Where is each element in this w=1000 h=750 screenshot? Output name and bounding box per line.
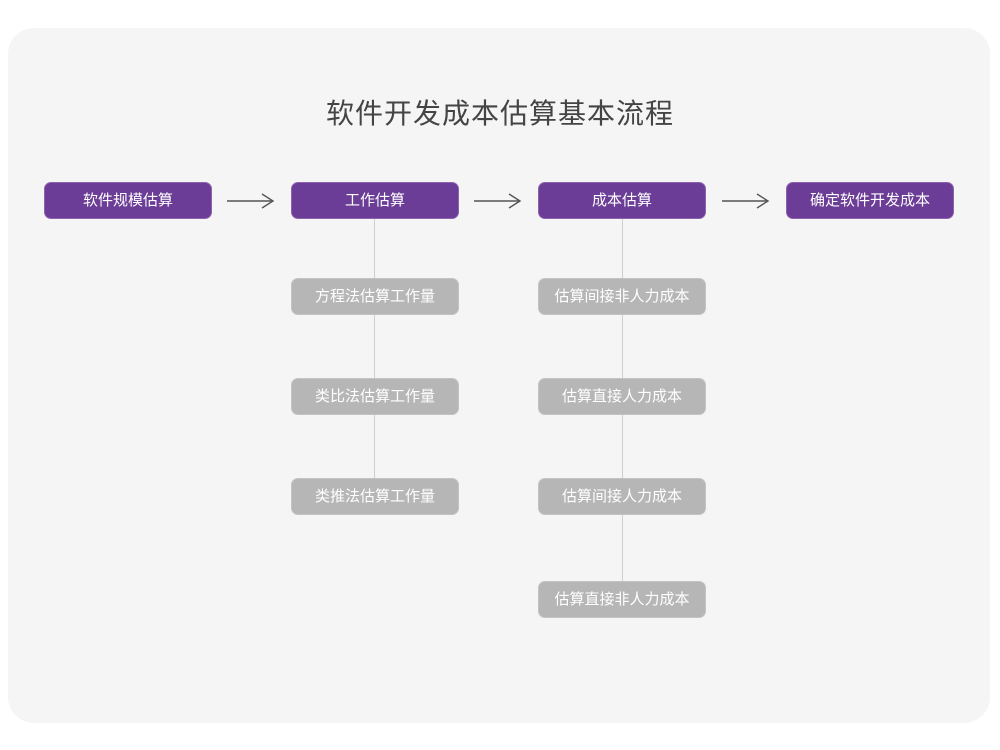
stage-node-work-estimation[interactable]: 工作估算 (291, 182, 459, 219)
substep-node-analogy-method-effort[interactable]: 类比法估算工作量 (291, 378, 459, 415)
arrow-stage1-to-stage2-icon (226, 190, 278, 212)
stage-node-label: 确定软件开发成本 (809, 192, 930, 209)
substep-node-label: 估算直接人力成本 (561, 388, 682, 405)
stage-node-label: 软件规模估算 (82, 192, 173, 209)
substep-node-indirect-labor-cost[interactable]: 估算间接人力成本 (538, 478, 706, 515)
stage-node-cost-estimation[interactable]: 成本估算 (538, 182, 706, 219)
substep-node-direct-nonlabor-cost[interactable]: 估算直接非人力成本 (538, 581, 706, 618)
substep-node-label: 类推法估算工作量 (314, 488, 435, 505)
substep-node-label: 估算直接非人力成本 (554, 591, 690, 608)
substep-node-label: 估算间接人力成本 (561, 488, 682, 505)
substep-node-label: 类比法估算工作量 (314, 388, 435, 405)
substep-node-inference-method-effort[interactable]: 类推法估算工作量 (291, 478, 459, 515)
substep-node-indirect-nonlabor-cost[interactable]: 估算间接非人力成本 (538, 278, 706, 315)
substep-node-equation-method-effort[interactable]: 方程法估算工作量 (291, 278, 459, 315)
page-title: 软件开发成本估算基本流程 (325, 98, 674, 129)
stage-node-label: 成本估算 (591, 192, 652, 209)
connector-line-work-estimation (374, 216, 375, 498)
stage-node-label: 工作估算 (344, 192, 405, 209)
substep-node-label: 估算间接非人力成本 (554, 288, 690, 305)
substep-node-direct-labor-cost[interactable]: 估算直接人力成本 (538, 378, 706, 415)
stage-node-determine-development-cost[interactable]: 确定软件开发成本 (786, 182, 954, 219)
substep-node-label: 方程法估算工作量 (314, 288, 435, 305)
arrow-stage3-to-stage4-icon (721, 190, 773, 212)
stage-node-software-size-estimation[interactable]: 软件规模估算 (44, 182, 212, 219)
arrow-stage2-to-stage3-icon (473, 190, 525, 212)
diagram-panel (8, 28, 990, 723)
